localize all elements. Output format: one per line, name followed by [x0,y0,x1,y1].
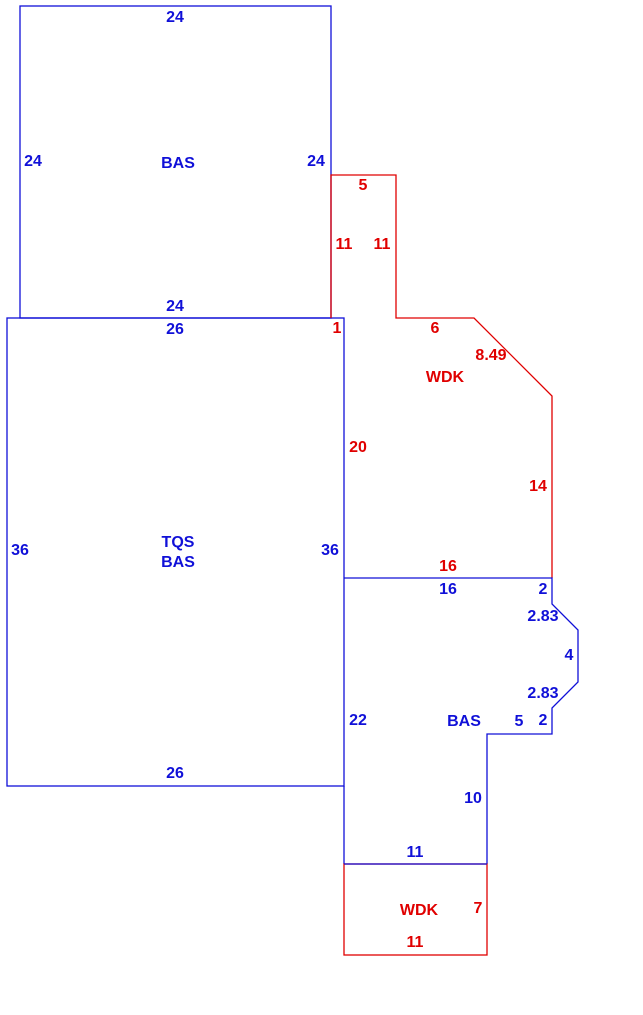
dim-label: 11 [336,236,353,253]
dim-label: 2 [539,581,548,598]
dim-label: 4 [565,647,574,664]
dim-label: 22 [349,712,367,729]
dim-label: 8.49 [475,347,506,364]
dim-label: 5 [515,713,524,730]
dim-label: 24 [307,153,325,170]
dim-label: 11 [407,844,424,861]
dim-label: 24 [166,9,184,26]
dim-label: 6 [431,320,440,337]
dim-label: 11 [374,236,391,253]
dim-label: 26 [166,321,184,338]
area-label: WDK [426,369,465,386]
wdk-upper-outline [330,174,553,578]
dim-label: 2.83 [527,608,558,625]
dim-label: 14 [529,478,547,495]
dim-label: 24 [24,153,42,170]
dim-label: 16 [439,558,457,575]
dim-label: 11 [407,934,424,951]
area-label: WDK [400,902,439,919]
dim-label: 36 [11,542,29,559]
dim-label: 2 [539,712,548,729]
tqs-outline [6,317,345,787]
area-label: BAS [447,713,481,730]
dim-label: 24 [166,298,184,315]
dim-label: 10 [464,790,482,807]
area-label: BAS [161,155,195,172]
area-label: BAS [161,554,195,571]
dim-label: 20 [349,439,367,456]
dim-label: 7 [474,900,483,917]
area-label: TQS [162,534,195,551]
dim-label: 5 [359,177,368,194]
dim-label: 1 [333,320,342,337]
dim-label: 36 [321,542,339,559]
bas-right-outline [344,577,579,864]
dim-label: 26 [166,765,184,782]
dim-label: 2.83 [527,685,558,702]
dim-label: 16 [439,581,457,598]
